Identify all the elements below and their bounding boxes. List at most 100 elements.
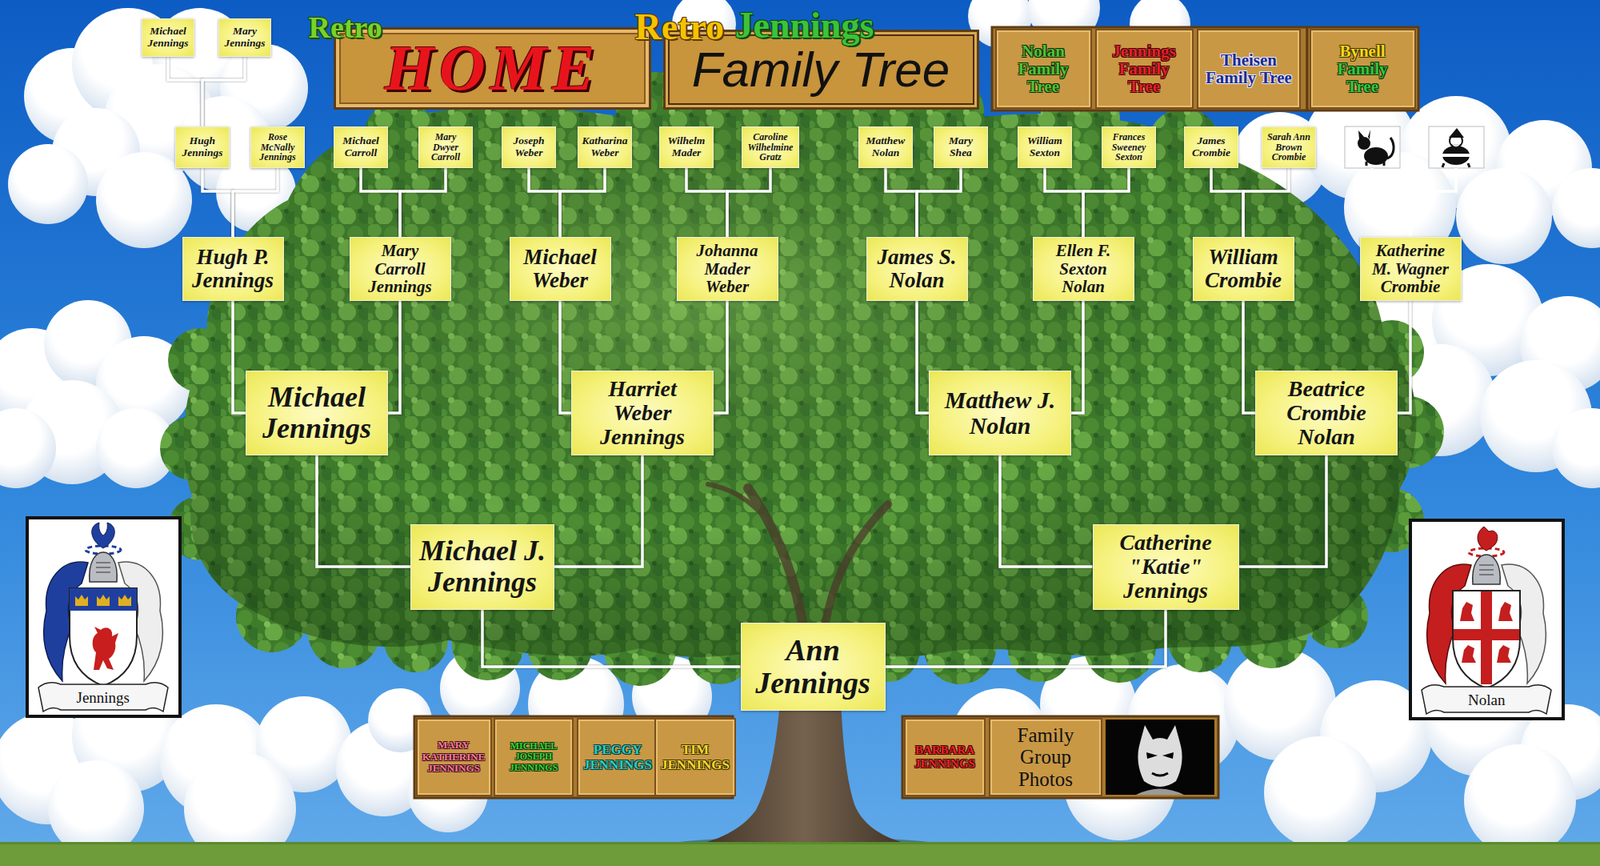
person-name: Mary Dwyer Carroll bbox=[421, 132, 470, 164]
ancestor-box: William Crombie bbox=[1192, 236, 1295, 301]
button-panel bbox=[992, 27, 1308, 111]
family-line bbox=[1211, 168, 1244, 237]
family-line bbox=[686, 168, 728, 237]
ancestor-box: Michael Weber bbox=[509, 236, 612, 301]
coat-of-arms bbox=[1472, 554, 1501, 584]
coat-of-arms bbox=[1453, 628, 1520, 640]
ancestor-box: Frances Sweeney Sexton bbox=[1101, 126, 1156, 168]
button-label: Jennings bbox=[735, 7, 875, 44]
family-line bbox=[885, 609, 1167, 668]
canopy-shading bbox=[184, 103, 1417, 657]
person-name: Harriet Weber Jennings bbox=[580, 376, 705, 450]
button-label: Retro bbox=[308, 12, 383, 43]
person-name: Beatrice Crombie Nolan bbox=[1264, 376, 1389, 450]
grandparent-box: Michael Jennings bbox=[245, 370, 388, 456]
coat-of-arms bbox=[1479, 564, 1494, 575]
nav-button: Jennings Family Tree bbox=[1095, 28, 1194, 109]
button-label: Retro bbox=[635, 8, 725, 46]
button-label: MARY KATHERINE JENNINGS bbox=[420, 739, 488, 775]
person-name: Katharina Weber bbox=[580, 135, 629, 159]
canopy-clumps bbox=[160, 68, 1444, 686]
ancestor-box: James Crombie bbox=[1184, 126, 1239, 168]
family-line bbox=[554, 455, 643, 567]
cat-picture bbox=[1366, 161, 1384, 166]
ancestor-box: Mary Shea bbox=[933, 126, 988, 168]
family-line bbox=[1243, 168, 1289, 237]
batman-picture bbox=[1152, 772, 1168, 776]
button-label: Bynell bbox=[1322, 42, 1404, 60]
grass bbox=[0, 841, 1600, 866]
root-person-box: Ann Jennings bbox=[740, 622, 886, 711]
family-line bbox=[528, 168, 560, 237]
ancestor-box: Katharina Weber bbox=[577, 126, 632, 168]
family-line bbox=[482, 609, 741, 668]
button-label: TIM JENNINGS bbox=[659, 741, 732, 772]
cat-picture bbox=[1387, 137, 1394, 159]
family-line bbox=[202, 56, 245, 127]
ancestor-box: Johanna Mader Weber bbox=[676, 236, 779, 301]
person-name: Matthew J. Nolan bbox=[937, 387, 1063, 440]
santa-picture bbox=[1442, 163, 1470, 168]
ancestor-box: Katherine M. Wagner Crombie bbox=[1360, 236, 1462, 301]
button-panel bbox=[1307, 27, 1419, 111]
batman-picture bbox=[1105, 719, 1215, 795]
button-label: HOME bbox=[336, 36, 649, 100]
coat-of-arms bbox=[89, 552, 118, 582]
person-name: Michael Jennings bbox=[144, 25, 192, 49]
crest-label: Nolan bbox=[1468, 692, 1505, 708]
family-line bbox=[1083, 168, 1129, 237]
ancestor-box: Hugh Jennings bbox=[175, 126, 230, 168]
coat-of-arms bbox=[27, 517, 180, 716]
button-label: MICHAEL JOSEPH JENNINGS bbox=[498, 740, 569, 773]
person-name: Sarah Ann Brown Crombie bbox=[1264, 132, 1313, 164]
santa-picture bbox=[1442, 145, 1470, 165]
ancestor-box: William Sexton bbox=[1017, 126, 1072, 168]
person-name: Mary Shea bbox=[936, 135, 985, 159]
person-name: Caroline Wilhelmine Gratz bbox=[744, 132, 796, 164]
button-label: Family Group Photos bbox=[993, 724, 1098, 791]
person-name: Michael J. Jennings bbox=[417, 535, 548, 598]
ancestor-box: Ellen F. Sexton Nolan bbox=[1032, 236, 1135, 301]
family-line bbox=[1000, 455, 1093, 567]
ancestor-box: Joseph Weber bbox=[501, 126, 556, 168]
family-line bbox=[916, 300, 929, 413]
ancestor-box: Hugh P. Jennings bbox=[182, 236, 284, 301]
button-label: Family Tree bbox=[665, 44, 977, 95]
person-name: Michael Weber bbox=[516, 245, 604, 292]
family-line bbox=[1397, 300, 1411, 413]
button-label: Jennings Family Tree bbox=[1103, 42, 1186, 96]
person-name: Hugh P. Jennings bbox=[189, 245, 277, 292]
coat-of-arms bbox=[69, 588, 137, 611]
clouds bbox=[1264, 736, 1376, 848]
button-label: Family Tree bbox=[1322, 60, 1404, 96]
coat-of-arms bbox=[1452, 590, 1520, 688]
ancestor-box: Rose McNally Jennings bbox=[250, 126, 305, 168]
batman-picture bbox=[1146, 752, 1174, 759]
family-line bbox=[1071, 300, 1084, 413]
cat-picture bbox=[1344, 126, 1400, 168]
ancestor-box: Caroline Wilhelmine Gratz bbox=[741, 126, 800, 168]
person-name: Matthew Nolan bbox=[861, 135, 910, 159]
sibling-button: MICHAEL JOSEPH JENNINGS bbox=[493, 717, 574, 796]
family-line bbox=[400, 168, 446, 237]
ancestor-box: Mary Carroll Jennings bbox=[349, 236, 452, 301]
connector-group bbox=[168, 56, 1411, 667]
home-button: RetroHOME bbox=[333, 27, 652, 110]
person-name: Michael Carroll bbox=[336, 135, 385, 159]
coat-of-arms bbox=[27, 517, 180, 716]
cat-picture bbox=[1358, 129, 1371, 140]
person-name: Mary Jennings bbox=[221, 25, 268, 49]
santa-picture bbox=[1451, 144, 1461, 148]
family-line bbox=[360, 168, 400, 237]
crest-label: Jennings bbox=[76, 689, 131, 705]
sibling-button: MARY KATHERINE JENNINGS bbox=[416, 717, 492, 796]
family-line bbox=[316, 455, 411, 567]
ancestor-box: James S. Nolan bbox=[866, 236, 968, 301]
coat-of-arms bbox=[38, 682, 168, 712]
coat-of-arms bbox=[1410, 520, 1564, 719]
person-name: Joseph Weber bbox=[504, 135, 553, 159]
batman-picture bbox=[1137, 724, 1182, 787]
button-panel bbox=[414, 27, 1419, 798]
